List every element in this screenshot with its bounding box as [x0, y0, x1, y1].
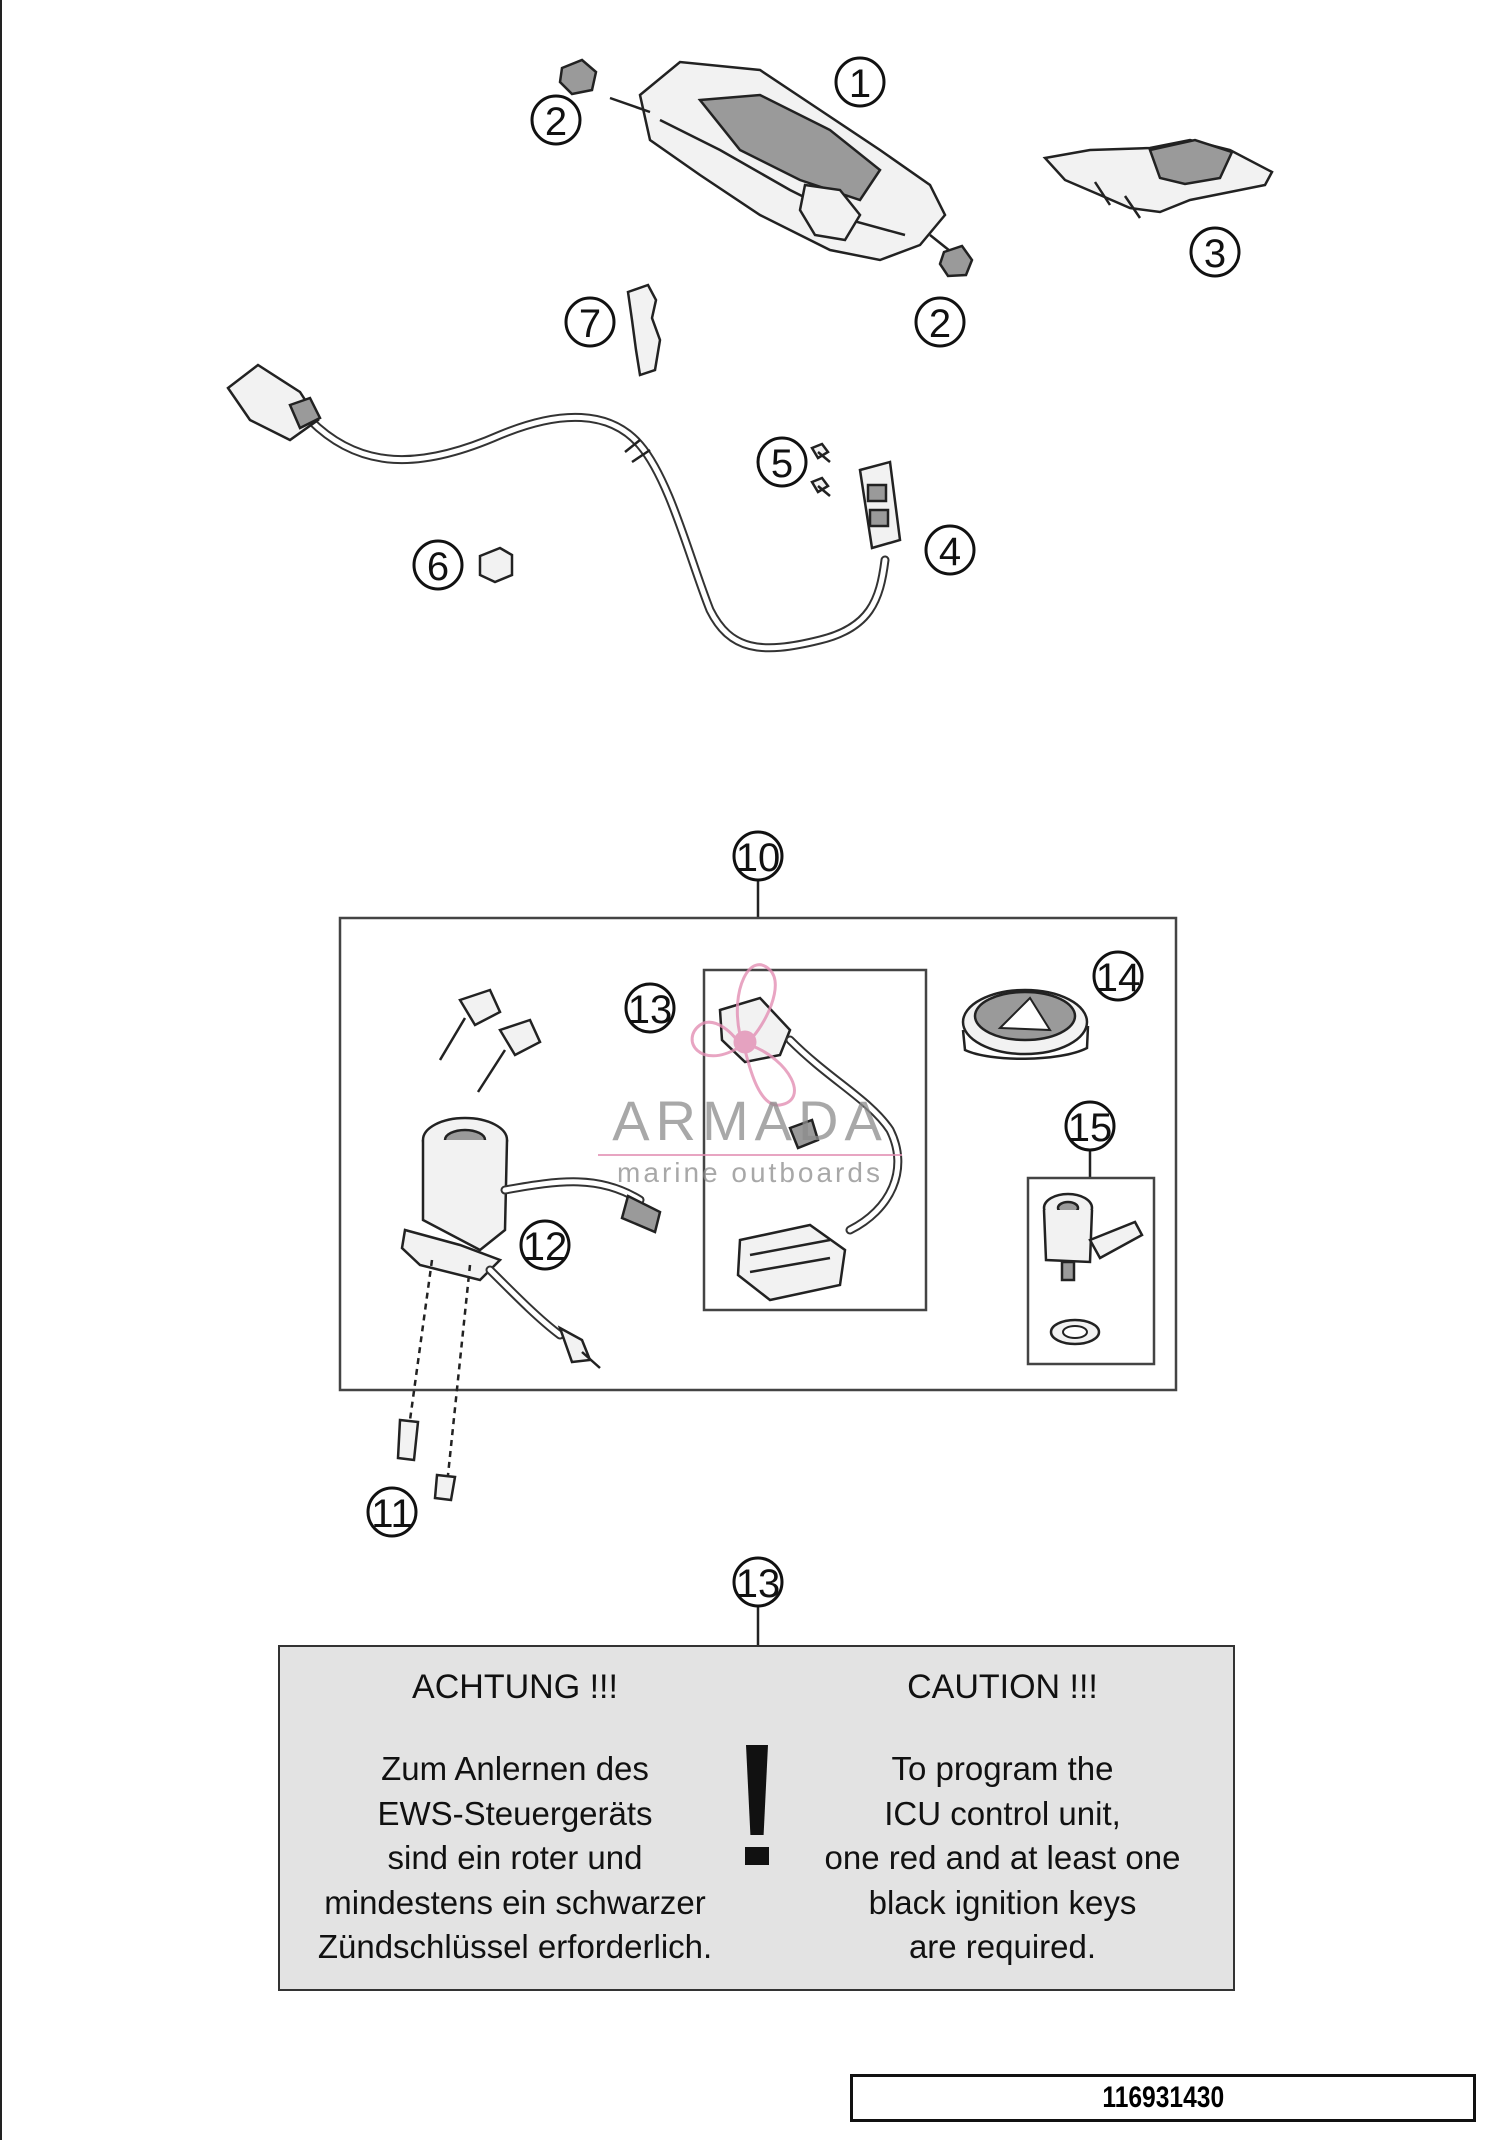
- part-2-grommet-top: [558, 58, 598, 96]
- callout-10: 10: [732, 830, 784, 918]
- lock-set-frame: [338, 916, 1178, 1392]
- part-4-cable-harness: [226, 363, 902, 653]
- svg-text:13: 13: [628, 988, 673, 1032]
- callout-5: 5: [756, 436, 808, 488]
- caution-english: CAUTION !!! To program the ICU control u…: [770, 1667, 1235, 1970]
- caution-german-heading: ACHTUNG !!!: [412, 1668, 618, 1706]
- caution-german-line: Zündschlüssel erforderlich.: [317, 1928, 713, 1965]
- caution-german: ACHTUNG !!! Zum Anlernen des EWS-Steuerg…: [280, 1667, 750, 1970]
- reference-number-box: 116931430: [850, 2074, 1476, 2122]
- svg-text:4: 4: [939, 530, 961, 574]
- part-7-clip: [626, 283, 662, 377]
- svg-text:12: 12: [523, 1225, 568, 1269]
- svg-text:10: 10: [736, 836, 781, 880]
- ignition-keys: [438, 988, 542, 1093]
- svg-text:6: 6: [427, 545, 449, 589]
- part-14-fuel-cap: [961, 988, 1090, 1060]
- callout-14: 14: [1092, 950, 1144, 1002]
- callout-7: 7: [564, 296, 616, 348]
- propeller-icon: ARMADA marine outboards: [598, 963, 902, 1188]
- caution-notice: ACHTUNG !!! Zum Anlernen des EWS-Steuerg…: [278, 1645, 1235, 1991]
- callout-1: 1: [834, 56, 886, 108]
- caution-german-line: sind ein roter und: [387, 1839, 643, 1876]
- svg-text:15: 15: [1068, 1106, 1113, 1150]
- callout-4: 4: [924, 524, 976, 576]
- callout-13-caution: 13: [732, 1556, 784, 1646]
- part-12-ignition-lock: [400, 1116, 662, 1369]
- callout-13-diagram: 13: [624, 982, 676, 1034]
- svg-text:ARMADA: ARMADA: [612, 1089, 888, 1152]
- callout-15: 15: [1064, 1100, 1116, 1178]
- svg-text:marine outboards: marine outboards: [617, 1157, 883, 1188]
- caution-english-line: black ignition keys: [868, 1883, 1137, 1921]
- part-2-grommet-bottom: [938, 244, 974, 278]
- part-1-housing: [609, 60, 956, 262]
- reference-number: 116931430: [1102, 2081, 1224, 2114]
- svg-text:2: 2: [929, 302, 951, 346]
- part-6-clamp: [478, 546, 514, 584]
- svg-text:1: 1: [849, 62, 871, 106]
- svg-text:3: 3: [1204, 232, 1226, 276]
- caution-german-line: EWS-Steuergeräts: [377, 1794, 653, 1832]
- caution-english-line: To program the: [891, 1750, 1114, 1787]
- caution-german-line: mindestens ein schwarzer: [324, 1883, 706, 1921]
- callout-6: 6: [412, 539, 464, 591]
- callout-2-bottom: 2: [914, 296, 966, 348]
- page-border: [0, 0, 2, 2140]
- part-11-screws: [396, 1259, 472, 1502]
- callout-12: 12: [519, 1219, 571, 1271]
- part-3-cover: [1042, 138, 1274, 219]
- caution-english-heading: CAUTION !!!: [907, 1668, 1098, 1706]
- watermark-logo: ARMADA marine outboards: [590, 950, 910, 1200]
- svg-text:14: 14: [1096, 956, 1141, 1000]
- caution-english-line: are required.: [908, 1928, 1097, 1965]
- svg-text:11: 11: [371, 1492, 413, 1536]
- part-15-frame: [1026, 1176, 1156, 1366]
- exclamation-icon: [740, 1745, 776, 1865]
- callout-11: 11: [366, 1486, 418, 1538]
- svg-text:13: 13: [736, 1562, 781, 1606]
- part-5-screws: [810, 442, 831, 497]
- svg-text:7: 7: [579, 302, 601, 346]
- callout-3: 3: [1189, 226, 1241, 278]
- part-13-frame: [702, 968, 928, 1312]
- caution-german-line: Zum Anlernen des: [381, 1750, 649, 1787]
- svg-text:2: 2: [545, 100, 567, 144]
- part-15-lock-cylinder: [1042, 1192, 1144, 1346]
- callout-2-top: 2: [530, 94, 582, 146]
- svg-text:5: 5: [771, 442, 793, 486]
- caution-english-line: ICU control unit,: [884, 1794, 1121, 1832]
- caution-english-line: one red and at least one: [824, 1839, 1181, 1876]
